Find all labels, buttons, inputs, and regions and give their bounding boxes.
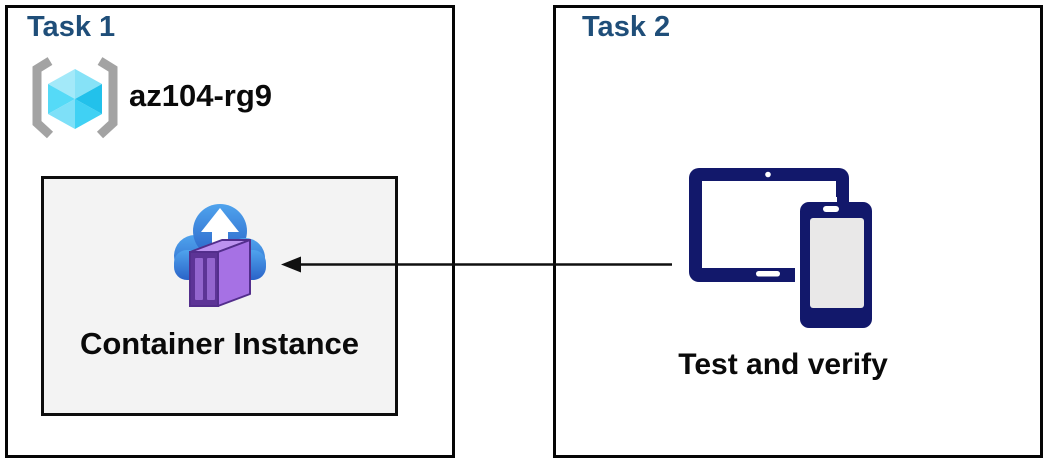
container-instances-icon	[174, 204, 266, 307]
test-and-verify-label: Test and verify	[678, 348, 888, 381]
task2-title: Task 2	[582, 11, 671, 43]
container-instance-label: Container Instance	[79, 326, 360, 361]
resource-group-icon	[32, 57, 118, 139]
container-glyph	[189, 239, 251, 307]
cube-glyph	[48, 69, 102, 129]
resource-group-name: az104-rg9	[129, 78, 273, 113]
task1-title: Task 1	[27, 11, 116, 43]
devices-icon	[689, 168, 872, 333]
phone-glyph	[795, 180, 872, 333]
